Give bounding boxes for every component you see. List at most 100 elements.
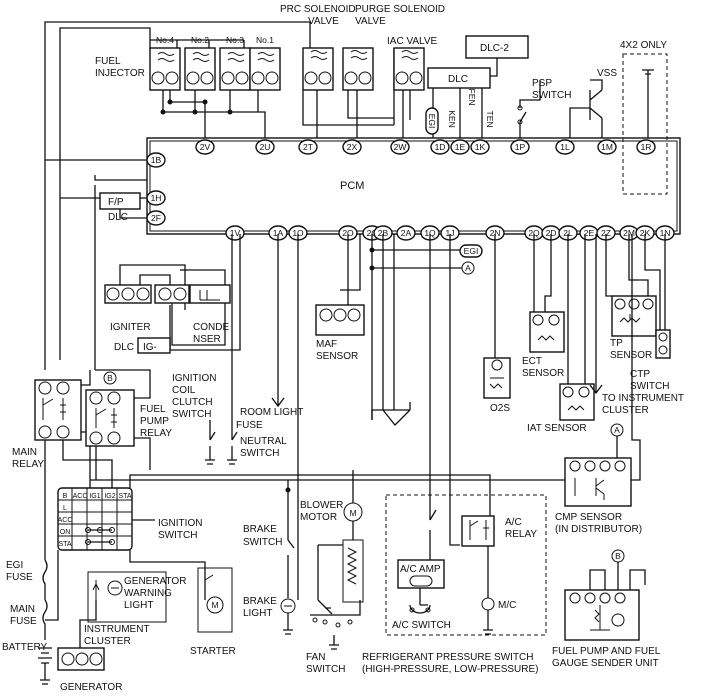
fan-switch xyxy=(310,539,364,650)
pcm-top-pin-shape xyxy=(255,139,275,155)
fuel-pump-relay xyxy=(85,389,135,447)
pcm-bottom-pin-shape xyxy=(396,225,416,241)
pcm-top-pin: 1P xyxy=(515,142,526,152)
tp-label-2: SENSOR xyxy=(610,350,652,361)
neutral-switch-label-2: SWITCH xyxy=(240,448,279,459)
starter-label: STARTER xyxy=(190,646,236,657)
dlc-ig-box: IG- xyxy=(137,337,171,354)
pcm-top-pin-shape xyxy=(342,139,362,155)
pcm-top-pin-shape xyxy=(430,139,450,155)
a-tag-middle: A xyxy=(465,263,471,273)
injector-terminal xyxy=(151,71,165,85)
prc-valve-label-1: PRC SOLENOID xyxy=(280,4,356,15)
injector-terminal xyxy=(221,71,235,85)
dlc-pin-egi: EGI xyxy=(427,114,437,129)
ign-col-label: ACC xyxy=(73,493,88,500)
room-light-label-2: FUSE xyxy=(236,420,263,431)
refrig-switch-label-1: REFRIGERANT PRESSURE SWITCH xyxy=(362,652,534,663)
pcm-bottom-pin: 2C xyxy=(367,228,378,238)
generator xyxy=(57,647,105,671)
ign-row-label: ON xyxy=(60,529,71,536)
injector-body xyxy=(219,47,251,91)
cmp-label-1: CMP SENSOR xyxy=(555,512,622,523)
to-cluster-label-2: CLUSTER xyxy=(602,405,649,416)
pcm-bottom-pin: 2D xyxy=(546,228,557,238)
pcm-top-pin: 1M xyxy=(601,142,613,152)
gen-warning-label-1: GENERATOR xyxy=(124,576,186,587)
fuel-injector-label-2: INJECTOR xyxy=(95,68,145,79)
prc-valve-label-2: VALVE xyxy=(308,16,339,27)
ignition-coil-label-2: COIL xyxy=(172,385,196,396)
maf-label-1: MAF xyxy=(316,339,337,350)
brake-switch xyxy=(285,480,295,598)
injector-coil-icon xyxy=(257,52,275,62)
pcm-bottom-pin: 2B xyxy=(378,228,389,238)
ign-row-label: ACC xyxy=(58,517,73,524)
ign-row-label: STA xyxy=(58,541,71,548)
fuel-gauge-label-1: FUEL PUMP AND FUEL xyxy=(552,646,661,657)
psp-switch-label-2: SWITCH xyxy=(532,90,571,101)
injector-coil-icon xyxy=(157,52,175,62)
injector-terminal xyxy=(235,71,249,85)
pcm-top-pin: 2T xyxy=(303,142,313,152)
pcm-top-pin: 2V xyxy=(200,142,211,152)
pcm-bottom-pin: 2A xyxy=(401,228,412,238)
ect-label-2: SENSOR xyxy=(522,368,564,379)
instrument-cluster-label-2: CLUSTER xyxy=(84,636,131,647)
condenser-label-1: CONDE xyxy=(193,322,229,333)
pcm-bottom-pin: 1N xyxy=(660,228,671,238)
fuel-gauge-label-2: GAUGE SENDER UNIT xyxy=(552,658,659,669)
room-light-label-1: ROOM LIGHT xyxy=(240,407,303,418)
brake-light-label-1: BRAKE xyxy=(243,596,277,607)
psp-switch-label-1: PSP xyxy=(532,78,552,89)
vss-label: VSS xyxy=(597,68,617,79)
starter-motor-m: M xyxy=(211,600,218,610)
condenser-label-2: NSER xyxy=(193,334,221,345)
ect-label-1: ECT xyxy=(522,356,542,367)
ign-row-label: L xyxy=(63,505,67,512)
pcm-top-pin: 1R xyxy=(641,142,652,152)
pcm-bottom-pin: 2N xyxy=(490,228,501,238)
fuel-pump-relay-label-3: RELAY xyxy=(140,428,172,439)
iac-valve xyxy=(393,47,425,91)
ect-sensor xyxy=(529,311,565,353)
dlc-label: DLC xyxy=(448,74,468,85)
fan-switch-label-2: SWITCH xyxy=(306,664,345,675)
pcm-bottom-pin: 2K xyxy=(640,228,651,238)
a-tag-cmp: A xyxy=(614,425,620,435)
battery xyxy=(38,647,52,685)
tp-label-1: TP xyxy=(610,338,623,349)
ign-row-label: B xyxy=(63,493,68,500)
dlc-pin-ten: TEN xyxy=(485,111,495,128)
pcm-label: PCM xyxy=(340,180,364,192)
main-fuse-label-2: FUSE xyxy=(10,616,37,627)
pcm-top-pin: 1L xyxy=(560,142,570,152)
pcm-left-pin: 1B xyxy=(151,155,162,165)
main-fuse-label-1: MAIN xyxy=(10,604,35,615)
injector-coil-icon xyxy=(227,52,245,62)
purge-solenoid-valve xyxy=(342,47,374,91)
ctp-label-2: SWITCH xyxy=(630,381,669,392)
fan-switch-label-1: FAN xyxy=(306,652,325,663)
main-relay-label-1: MAIN xyxy=(12,447,37,458)
clutch-switch xyxy=(205,420,216,465)
instrument-cluster xyxy=(87,571,167,623)
dlc-connector: DLC xyxy=(427,67,491,89)
mc-label: M/C xyxy=(498,600,516,611)
pcm-bottom-pin: 2E xyxy=(584,228,595,238)
pcm-top-pin: 1E xyxy=(455,142,466,152)
ignition-switch xyxy=(57,487,133,551)
pcm-top-pin-shape xyxy=(450,139,470,155)
pcm-top-pin-shape xyxy=(390,139,410,155)
pcm-top-pin: 2U xyxy=(260,142,271,152)
blower-motor-label-2: MOTOR xyxy=(300,512,337,523)
ignition-coil-label-1: IGNITION xyxy=(172,373,216,384)
battery-label: BATTERY xyxy=(2,642,48,653)
brake-light xyxy=(280,598,296,635)
injector-terminal xyxy=(251,71,265,85)
dlc2-connector: DLC-2 xyxy=(465,35,529,59)
